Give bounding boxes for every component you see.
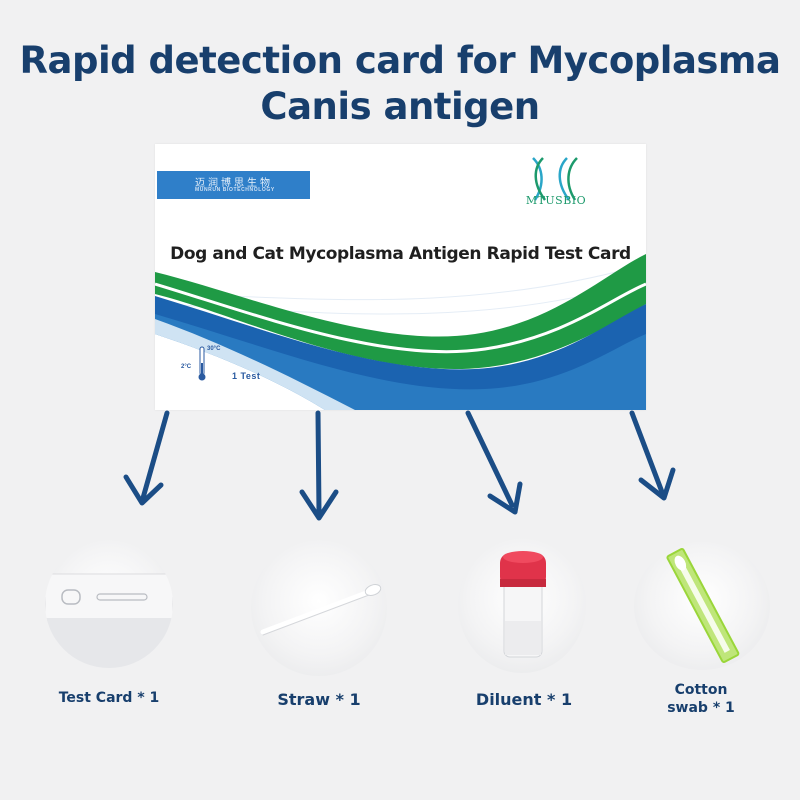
straw-label: Straw * 1 (277, 690, 361, 709)
product-title: Dog and Cat Mycoplasma Antigen Rapid Tes… (170, 244, 631, 264)
temp-high-label: 30°C (207, 346, 221, 352)
arrow-to-straw-icon (299, 410, 339, 521)
brand-english-name: MUNRUN BIOTECHNOLOGY (195, 187, 275, 193)
test-count-label: 1 Test (232, 371, 261, 381)
mtusbio-logo-icon (532, 157, 578, 201)
test-card-label: Test Card * 1 (58, 690, 160, 706)
arrow-to-diluent-icon (465, 410, 523, 515)
diluent-tube-icon (458, 537, 586, 673)
arrow-to-cotton-swab-icon (629, 410, 676, 501)
brand-bar: 迈润博思生物 MUNRUN BIOTECHNOLOGY (157, 171, 310, 199)
cotton-swab-label-line-1: Cotton (674, 682, 728, 698)
cotton-swab-label: Cotton swab * 1 (622, 681, 780, 717)
arrow-to-test-card-icon (123, 410, 170, 506)
cotton-swab-icon (634, 542, 770, 670)
headline-line-2: Canis antigen (260, 85, 540, 128)
product-box: 迈润博思生物 MUNRUN BIOTECHNOLOGY MTUSBIO Dog … (155, 144, 646, 410)
test-card-icon (45, 540, 173, 668)
headline-line-1: Rapid detection card for Mycoplasma (19, 39, 781, 82)
cotton-swab-label-line-2: swab * 1 (667, 700, 735, 716)
brand-chinese-name: 迈润博思生物 (195, 178, 273, 189)
wave-graphic (155, 254, 646, 410)
diluent-label: Diluent * 1 (475, 690, 573, 709)
thermometer-icon (198, 346, 206, 381)
temp-low-label: 2°C (181, 364, 192, 370)
page-headline: Rapid detection card for Mycoplasma Cani… (0, 38, 800, 130)
straw-icon (251, 540, 387, 676)
logo-text: MTUSBIO (525, 194, 587, 207)
